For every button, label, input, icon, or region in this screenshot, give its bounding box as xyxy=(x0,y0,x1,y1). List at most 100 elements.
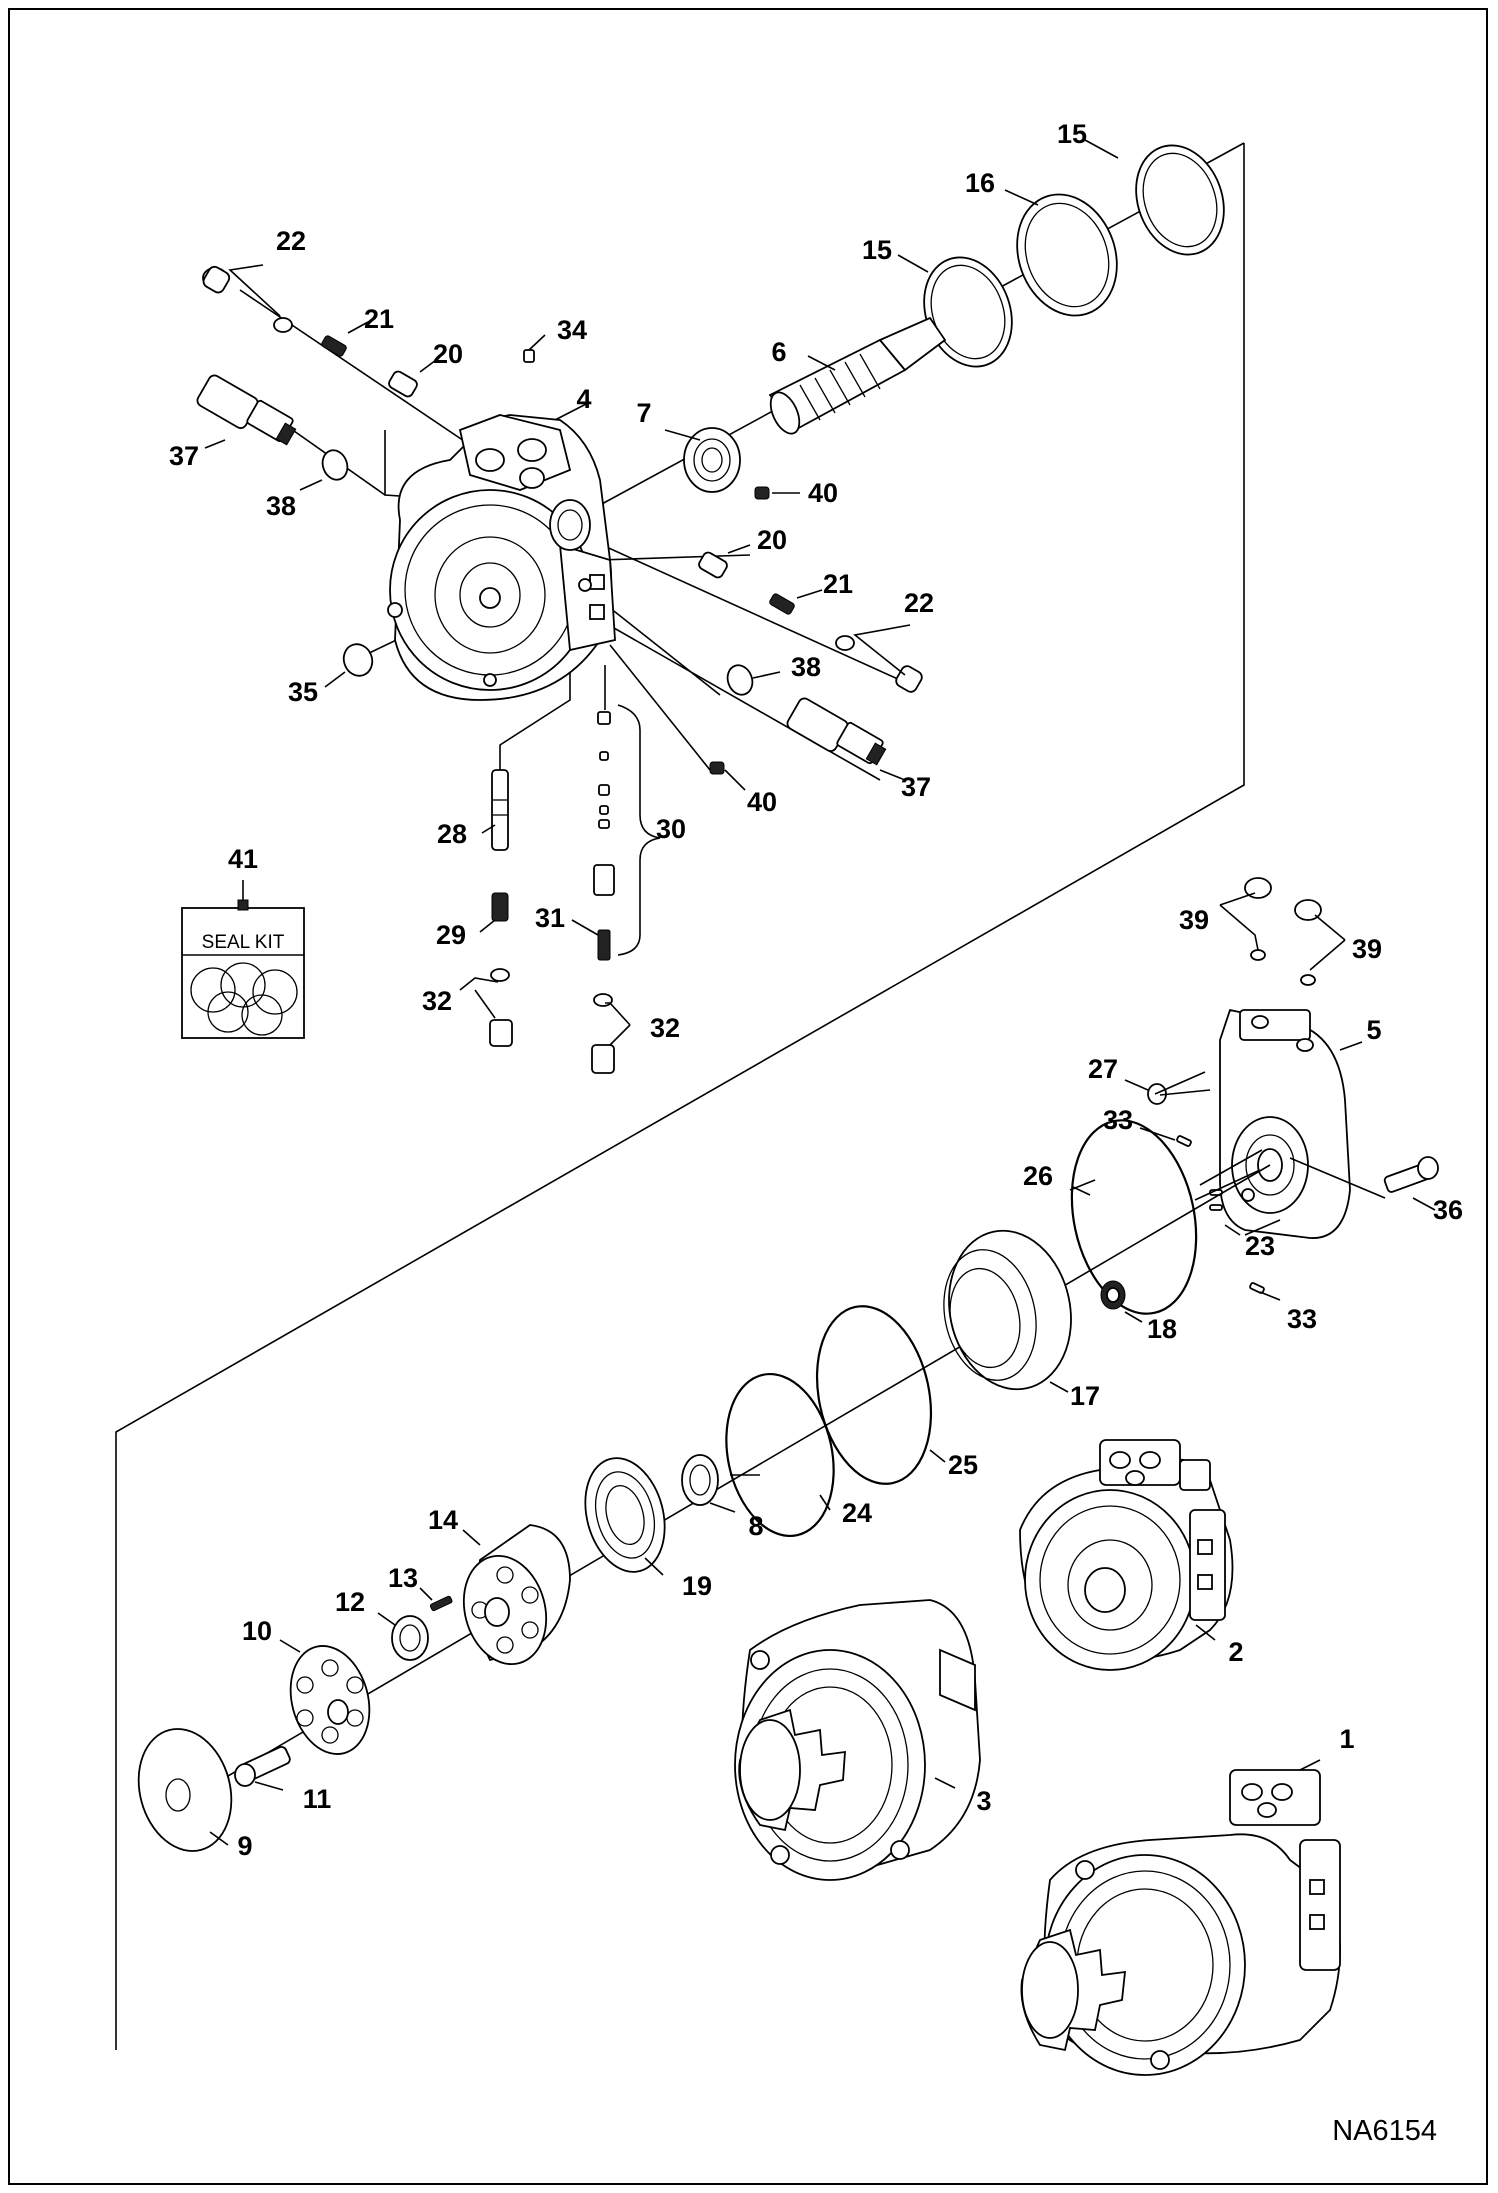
part-8-bearing xyxy=(681,1454,719,1506)
callout-38: 38 xyxy=(791,652,821,682)
part-7-bearing xyxy=(683,427,741,493)
part-9-plate xyxy=(137,1728,233,1852)
callout-37: 37 xyxy=(901,772,931,802)
callout-36: 36 xyxy=(1433,1195,1463,1225)
part-5-end-cover xyxy=(1219,1008,1351,1239)
callout-33: 33 xyxy=(1103,1105,1133,1135)
part-39-plugs xyxy=(1244,877,1322,986)
drawing-frame xyxy=(8,8,1488,2185)
callout-20: 20 xyxy=(433,339,463,369)
part-31-spring xyxy=(597,929,611,961)
callout-22: 22 xyxy=(904,588,934,618)
part-22-plug-upper xyxy=(202,265,293,333)
callout-24: 24 xyxy=(842,1498,872,1528)
part-10-retainer-plate xyxy=(289,1645,371,1755)
part-41-seal-kit[interactable]: SEAL KIT xyxy=(181,880,305,1039)
callout-6: 6 xyxy=(771,337,786,367)
callout-9: 9 xyxy=(237,1831,252,1861)
part-33-pins xyxy=(1176,1135,1265,1294)
callout-30: 30 xyxy=(656,814,686,844)
seal-kit-label: SEAL KIT xyxy=(202,932,285,953)
callout-35: 35 xyxy=(288,677,318,707)
callout-40: 40 xyxy=(808,478,838,508)
callout-34: 34 xyxy=(557,315,587,345)
part-16-plate xyxy=(1016,193,1118,317)
part-37-relief-valve-upper xyxy=(196,374,297,446)
callout-10: 10 xyxy=(242,1616,272,1646)
callout-7: 7 xyxy=(636,398,651,428)
callout-15: 15 xyxy=(1057,119,1087,149)
callout-15: 15 xyxy=(862,235,892,265)
part-38-oring-lower xyxy=(726,664,754,696)
callout-37: 37 xyxy=(169,441,199,471)
part-4-housing xyxy=(387,414,616,701)
part-40-plug-upper xyxy=(754,486,770,500)
part-35-oring xyxy=(342,643,374,677)
part-36-bolt xyxy=(1383,1156,1439,1193)
callout-31: 31 xyxy=(535,903,565,933)
part-14-cylinder-block xyxy=(462,1524,571,1666)
part-6-shaft xyxy=(768,316,947,435)
callout-27: 27 xyxy=(1088,1054,1118,1084)
callout-41: 41 xyxy=(228,844,258,874)
part-22-plug-lower xyxy=(835,635,923,693)
part-3-gear-housing xyxy=(734,1599,981,1881)
part-15-seal-ring xyxy=(1135,144,1225,256)
part-34-plug xyxy=(523,349,535,363)
part-30-valve-stack xyxy=(593,711,615,896)
callout-19: 19 xyxy=(682,1571,712,1601)
part-32-plug-left xyxy=(489,968,513,1047)
callout-26: 26 xyxy=(1023,1161,1053,1191)
drawing-number: NA6154 xyxy=(1332,2115,1437,2147)
callout-8: 8 xyxy=(748,1511,763,1541)
callout-18: 18 xyxy=(1147,1314,1177,1344)
part-11-piston xyxy=(234,1746,291,1787)
callout-25: 25 xyxy=(948,1450,978,1480)
callout-13: 13 xyxy=(388,1563,418,1593)
callouts: 15 16 15 22 21 34 20 6 4 7 37 38 40 20 2… xyxy=(169,119,1463,1861)
callout-3: 3 xyxy=(976,1786,991,1816)
part-15-seal-ring-lower xyxy=(923,256,1013,368)
callout-39: 39 xyxy=(1352,934,1382,964)
callout-16: 16 xyxy=(965,168,995,198)
callout-32: 32 xyxy=(422,986,452,1016)
part-24-oring xyxy=(725,1372,835,1538)
part-17-ring xyxy=(943,1229,1072,1391)
part-1-complete-motor xyxy=(1020,1769,1341,2076)
part-25-oring xyxy=(815,1305,933,1485)
callout-11: 11 xyxy=(303,1784,332,1814)
callout-22: 22 xyxy=(276,226,306,256)
part-2-motor-subassembly xyxy=(1019,1439,1234,1671)
callout-40: 40 xyxy=(747,787,777,817)
part-21-spring-upper xyxy=(321,335,347,357)
callout-28: 28 xyxy=(437,819,467,849)
callout-5: 5 xyxy=(1366,1015,1381,1045)
callout-21: 21 xyxy=(364,304,394,334)
part-40-plug-lower xyxy=(709,761,725,775)
part-37-relief-valve-lower xyxy=(786,697,887,766)
part-12-spherical-bushing xyxy=(391,1615,429,1661)
callout-23: 23 xyxy=(1245,1231,1275,1261)
callout-1: 1 xyxy=(1339,1724,1354,1754)
part-18-spring xyxy=(1100,1280,1126,1310)
part-13-pin xyxy=(429,1595,453,1612)
callout-33: 33 xyxy=(1287,1304,1317,1334)
callout-38: 38 xyxy=(266,491,296,521)
callout-12: 12 xyxy=(335,1587,365,1617)
callout-20: 20 xyxy=(757,525,787,555)
callout-2: 2 xyxy=(1228,1637,1243,1667)
part-21-spring-lower xyxy=(769,593,795,615)
callout-14: 14 xyxy=(428,1505,458,1535)
part-20-poppet-lower xyxy=(698,551,728,579)
callout-21: 21 xyxy=(823,569,853,599)
callout-leaders xyxy=(204,139,1436,1846)
part-38-oring-upper xyxy=(321,449,349,481)
part-19-bearing xyxy=(584,1457,666,1573)
callout-17: 17 xyxy=(1070,1381,1100,1411)
part-20-poppet-upper xyxy=(388,370,418,398)
callout-4: 4 xyxy=(576,384,591,414)
callout-29: 29 xyxy=(436,920,466,950)
part-26-oring xyxy=(1070,1119,1198,1315)
callout-32: 32 xyxy=(650,1013,680,1043)
part-32-plug-right xyxy=(591,993,615,1074)
